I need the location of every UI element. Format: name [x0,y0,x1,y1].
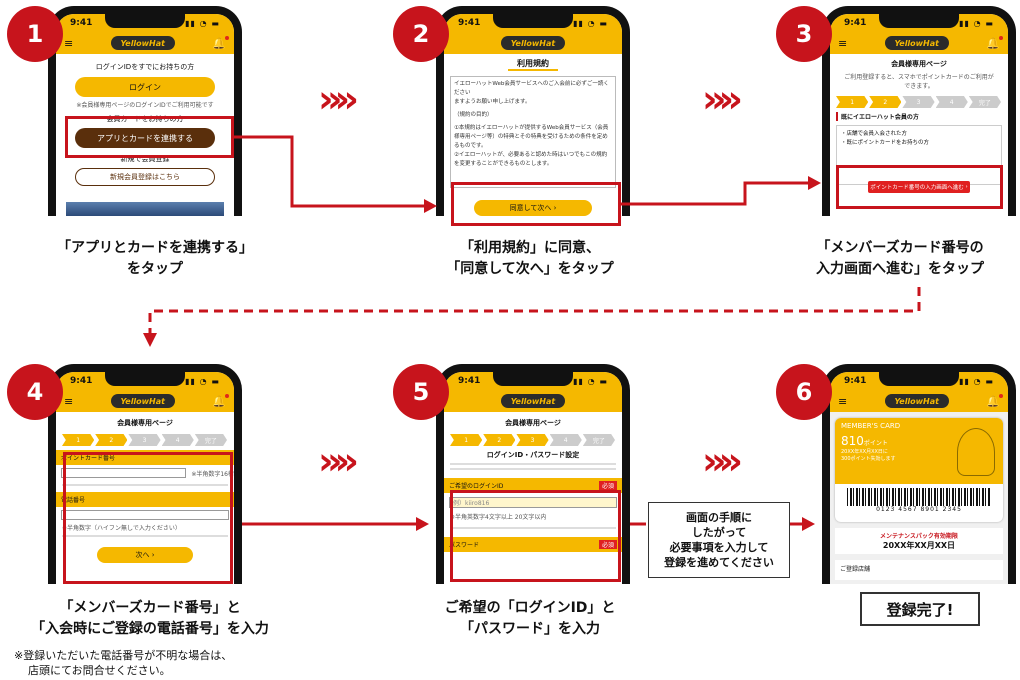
menu-icon[interactable]: ≡ [64,394,74,408]
phone-step6: 9:41 ▮▮ ◔ ▬ ≡ YellowHat 🔔 MEMBER'S CARD 810… [822,364,1016,584]
intro-text: ご利用登録すると、スマホでポイントカードのご利用ができます。 [844,74,994,90]
shop-label: ご登録店舗 [835,560,1003,580]
bell-icon[interactable]: 🔔 [986,393,1003,408]
logo: YellowHat [110,394,175,408]
login-button[interactable]: ログイン [75,77,215,97]
bell-icon[interactable]: 🔔 [212,35,229,50]
menu-icon[interactable]: ≡ [64,36,74,50]
maintenance-box: メンテナンスパック有効期限 20XX年XX月XX日 [835,528,1003,554]
terms-title: 利用規約 [508,58,558,71]
maintenance-label: メンテナンスパック有効期限 [880,533,958,540]
card-number-input[interactable] [61,468,187,478]
caption-step5: ご希望の「ログインID」と「パスワード」を入力 [444,600,616,637]
chevron-right-icon: »» [702,439,743,483]
tel-label: 電話番号 [56,492,234,507]
member-card: MEMBER'S CARD 810ポイント 20XX年XX月XX日に 300ポイ… [835,418,1003,522]
login-id-label: ご希望のログインID [449,483,504,490]
link-card-button[interactable]: アプリとカードを連携する [75,128,215,148]
points-value: 810 [841,434,864,448]
screen-step1: 9:41 ▮▮ ◔ ▬ ≡ YellowHat 🔔 ログインIDをすでにお持ちの方 ロ… [56,14,234,216]
done-badge: 登録完了! [860,592,980,626]
section-heading: 既にイエローハット会員の方 [836,112,1002,121]
step-number-1: 1 [7,6,63,62]
login-id-note: ※半角英数字4文字以上 20文字以内 [450,514,547,521]
expire-note: 20XX年XX月XX日に [841,449,888,455]
tel-note: ※半角数字（ハイフン無しで入力ください） [62,525,181,532]
caption-step3: 「メンバーズカード番号の入力画面へ進む」をタップ [816,240,984,277]
highlight-step4 [63,452,233,584]
new-heading: 新規で会員登録 [120,155,170,163]
highlight-step1 [65,116,234,158]
signal-icon: ▮▮ ◔ ▬ [573,18,608,28]
bell-icon[interactable]: 🔔 [986,35,1003,50]
card-number-note: ※半角数字16桁 [191,470,234,478]
page-title: 会員様専用ページ [891,60,947,68]
mascot-icon [957,428,995,476]
step-number-3: 3 [776,6,832,62]
banner-image [66,202,224,216]
terms-text[interactable]: イエローハットWeb会員サービスへのご入会前に必ずご一読くださいますようお願い申… [450,76,616,188]
page-title: 会員様専用ページ [505,419,561,427]
chevron-right-icon: »» [318,439,359,483]
signal-icon: ▮▮ ◔ ▬ [185,376,220,386]
next-button[interactable]: 次へ › [97,547,193,563]
required-badge: 必須 [598,540,617,549]
expire-note-2: 300ポイント失効します [841,456,896,462]
barcode-number: 0123 4567 8901 2345 [876,506,962,513]
signal-icon: ▮▮ ◔ ▬ [959,376,994,386]
step-number-6: 6 [776,364,832,420]
card-heading: 会員カードをお持ちの方 [106,115,184,123]
maintenance-date: 20XX年XX月XX日 [882,541,956,550]
logo: YellowHat [110,36,175,50]
status-time: 9:41 [458,376,481,386]
status-time: 9:41 [70,18,93,28]
barcode [847,488,991,506]
note-text: ※登録いただいた電話番号が不明な場合は、店頭にてお問合せください。 [14,649,233,677]
status-time: 9:41 [458,18,481,28]
step-number-5: 5 [393,364,449,420]
password-label: パスワード [449,542,480,549]
enter-card-number-button[interactable]: ポイントカード番号の入力画面へ進む › [868,181,970,193]
points-unit: ポイント [863,440,888,447]
status-time: 9:41 [844,18,867,28]
logo: YellowHat [501,36,565,50]
id-password-heading: ログインID・パスワード設定 [486,451,580,459]
agree-next-button[interactable]: 同意して次へ › [474,200,592,216]
login-note: ※会員様専用ページのログインIDでご利用可能です [76,102,214,109]
required-badge: 必須 [598,481,617,490]
highlight-step5 [450,490,621,582]
highlight-step2 [451,182,621,226]
step-number-4: 4 [7,364,63,420]
signal-icon: ▮▮ ◔ ▬ [573,376,608,386]
login-heading: ログインIDをすでにお持ちの方 [95,63,195,71]
bell-icon[interactable]: 🔔 [212,393,229,408]
menu-icon[interactable]: ≡ [838,394,848,408]
phone-step1: 9:41 ▮▮ ◔ ▬ ≡ YellowHat 🔔 ログインIDをすでにお持ちの方 ロ… [48,6,242,216]
logo: YellowHat [501,394,565,408]
highlight-step3 [836,165,1003,209]
logo: YellowHat [884,36,949,50]
menu-icon[interactable]: ≡ [838,36,848,50]
caption-step2: 「利用規約」に同意、「同意して次へ」をタップ [446,240,614,277]
status-time: 9:41 [70,376,93,386]
signal-icon: ▮▮ ◔ ▬ [959,18,994,28]
login-id-input[interactable]: 例）kiiro816 [449,497,617,508]
tel-input[interactable] [61,510,229,520]
card-title: MEMBER'S CARD [841,422,901,430]
logo: YellowHat [884,394,949,408]
caption-step4: 「メンバーズカード番号」と「入会時にご登録の電話番号」を入力 [31,600,269,637]
step-number-2: 2 [393,6,449,62]
caption-step1: 「アプリとカードを連携する」をタップ [57,240,253,277]
instruction-callout: 画面の手順にしたがって必要事項を入力して登録を進めてください [648,502,790,578]
new-register-button[interactable]: 新規会員登録はこちら [75,168,215,186]
signal-icon: ▮▮ ◔ ▬ [185,18,220,28]
page-title: 会員様専用ページ [117,419,173,427]
status-time: 9:41 [844,376,867,386]
